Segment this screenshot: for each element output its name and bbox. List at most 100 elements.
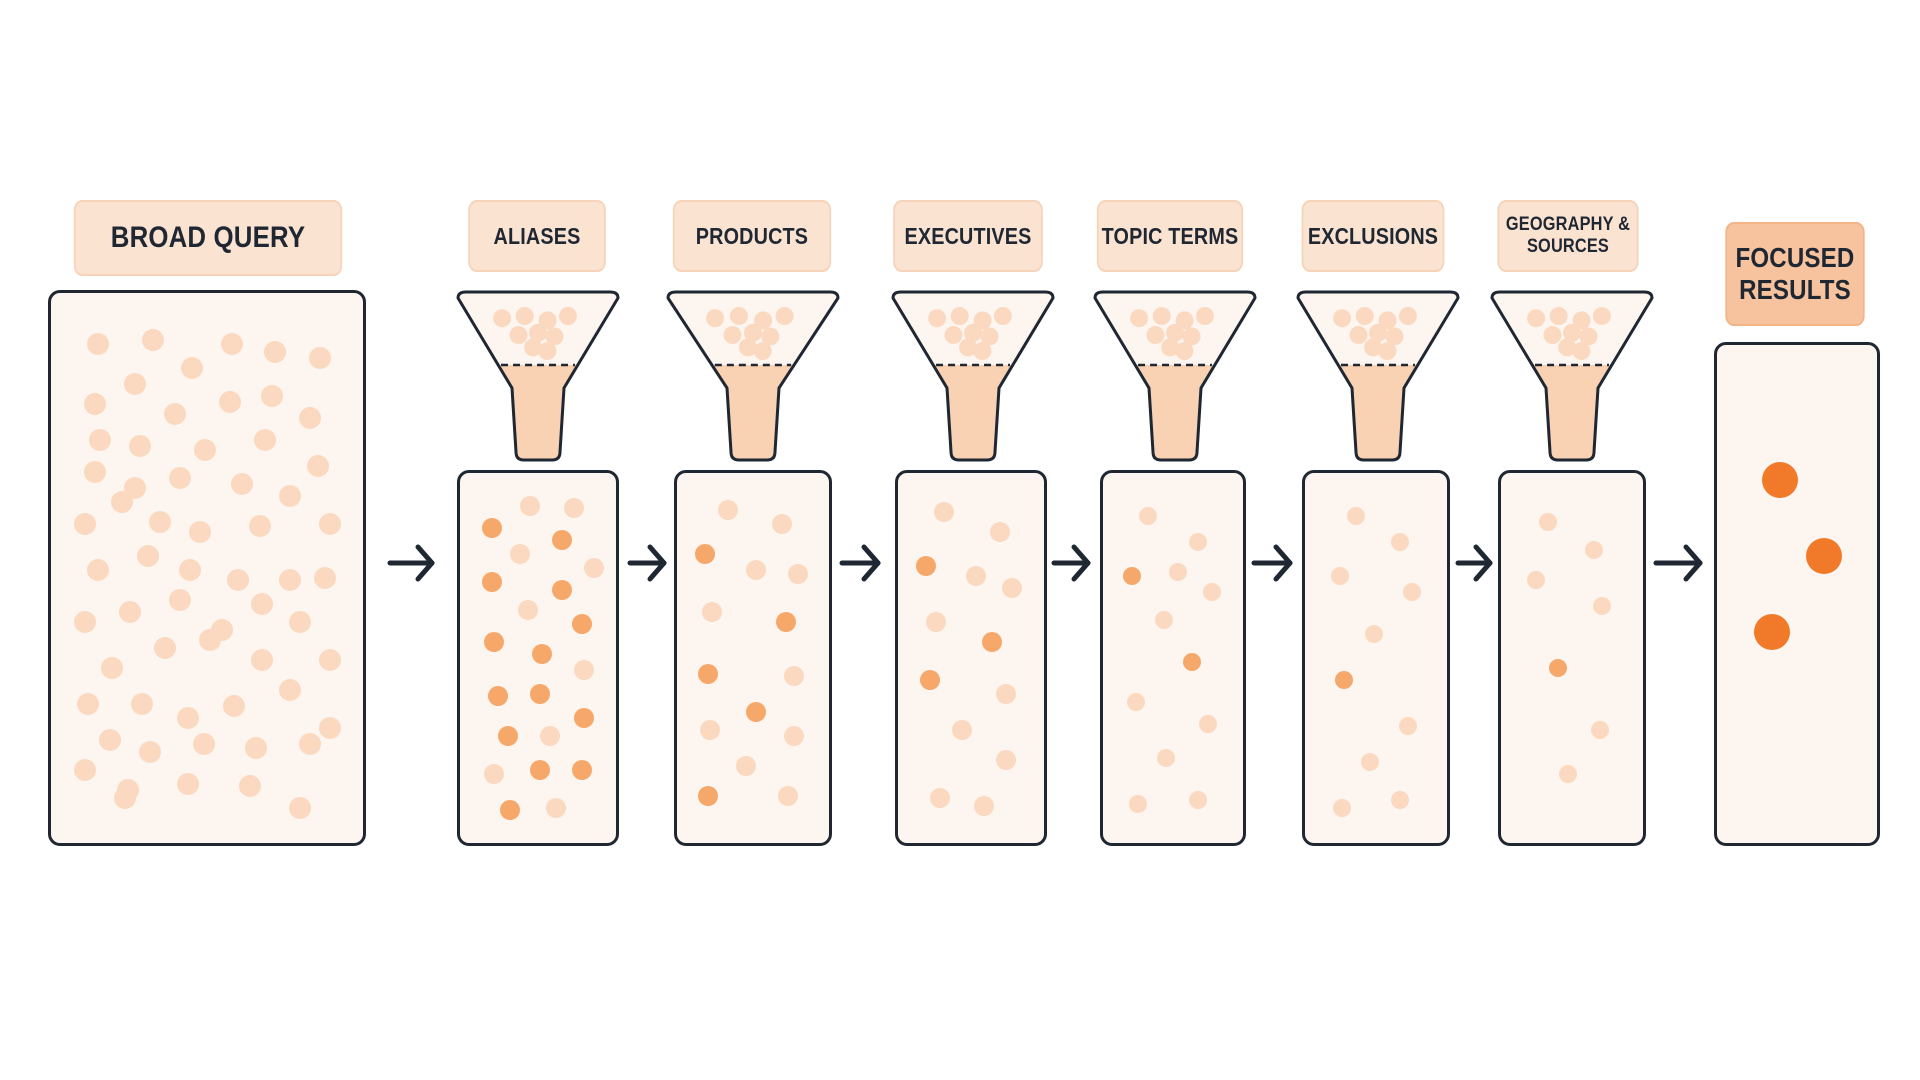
result-dot: [199, 629, 221, 651]
result-dot: [77, 693, 99, 715]
result-dot: [1539, 513, 1557, 531]
result-dot: [1189, 533, 1207, 551]
result-dot: [498, 726, 518, 746]
funnel-dot: [1558, 338, 1577, 357]
funnel-dot: [1385, 327, 1404, 346]
funnel-dot: [1572, 311, 1591, 330]
result-dot: [1754, 614, 1790, 650]
result-dot: [99, 729, 121, 751]
result-dot: [990, 522, 1010, 542]
funnel-dot: [524, 338, 543, 357]
result-dot: [1157, 749, 1175, 767]
focused-results-label: FOCUSED RESULTS: [1725, 222, 1865, 326]
funnel-dot: [1364, 338, 1383, 357]
result-dot: [778, 786, 798, 806]
result-dot: [574, 708, 594, 728]
funnel-dot: [1572, 342, 1591, 361]
result-dot: [966, 566, 986, 586]
result-dot: [164, 403, 186, 425]
funnel-dot: [1130, 309, 1149, 328]
result-dot: [1361, 753, 1379, 771]
result-dot: [279, 569, 301, 591]
result-dot: [1403, 583, 1421, 601]
funnel-dot: [775, 307, 794, 326]
result-dot: [194, 439, 216, 461]
result-dot: [189, 521, 211, 543]
funnel-dot: [1161, 338, 1180, 357]
result-dot: [1129, 795, 1147, 813]
result-dot: [1559, 765, 1577, 783]
funnel-dot: [1195, 307, 1214, 326]
funnel-dot: [754, 311, 773, 330]
result-dot: [289, 797, 311, 819]
funnel-dot: [1175, 342, 1194, 361]
result-dot: [982, 632, 1002, 652]
funnel-dot: [1369, 323, 1387, 342]
result-dot: [718, 500, 738, 520]
funnel-dot: [1579, 327, 1598, 346]
funnel-dot: [973, 342, 992, 361]
result-dot: [1199, 715, 1217, 733]
funnel-dot: [1549, 307, 1568, 326]
funnel-dot: [1378, 311, 1397, 330]
result-dot: [1002, 578, 1022, 598]
funnel-dot: [723, 326, 742, 345]
result-dot: [87, 333, 109, 355]
result-dot: [299, 407, 321, 429]
result-dot: [572, 614, 592, 634]
result-dot: [289, 611, 311, 633]
result-dot: [530, 684, 550, 704]
exclusions-funnel-icon: [1296, 290, 1460, 462]
result-dot: [698, 664, 718, 684]
topic-terms-funnel-icon: [1093, 290, 1257, 462]
result-dot: [227, 569, 249, 591]
result-dot: [84, 393, 106, 415]
result-dot: [149, 511, 171, 533]
result-dot: [249, 515, 271, 537]
result-dot: [564, 498, 584, 518]
result-dot: [746, 702, 766, 722]
result-dot: [1527, 571, 1545, 589]
result-dot: [552, 530, 572, 550]
executives-funnel-icon: [891, 290, 1055, 462]
result-dot: [169, 589, 191, 611]
arrow-right-icon: [387, 544, 435, 582]
result-dot: [546, 798, 566, 818]
funnel-dot: [738, 338, 757, 357]
result-dot: [1155, 611, 1173, 629]
result-dot: [239, 775, 261, 797]
funnel-dot: [529, 323, 547, 342]
result-dot: [772, 514, 792, 534]
funnel-dot: [744, 323, 762, 342]
executives-label: EXECUTIVES: [893, 200, 1043, 272]
result-dot: [532, 644, 552, 664]
topic-terms-label: TOPIC TERMS: [1096, 200, 1244, 272]
result-dot: [540, 726, 560, 746]
result-dot: [74, 513, 96, 535]
result-dot: [131, 693, 153, 715]
result-dot: [279, 485, 301, 507]
result-dot: [1335, 671, 1353, 689]
result-dot: [221, 333, 243, 355]
funnel-dot: [944, 326, 963, 345]
result-dot: [111, 491, 133, 513]
result-dot: [996, 750, 1016, 770]
result-dot: [1123, 567, 1141, 585]
result-dot: [784, 666, 804, 686]
result-dot: [319, 649, 341, 671]
result-dot: [482, 572, 502, 592]
result-dot: [572, 760, 592, 780]
result-dot: [926, 612, 946, 632]
result-dot: [1183, 653, 1201, 671]
result-dot: [254, 429, 276, 451]
result-dot: [154, 637, 176, 659]
result-dot: [142, 329, 164, 351]
result-dot: [510, 544, 530, 564]
result-dot: [934, 502, 954, 522]
result-dot: [1762, 462, 1798, 498]
result-dot: [177, 707, 199, 729]
funnel-dot: [1527, 309, 1546, 328]
result-dot: [920, 670, 940, 690]
result-dot: [223, 695, 245, 717]
funnel-dot: [1543, 326, 1562, 345]
